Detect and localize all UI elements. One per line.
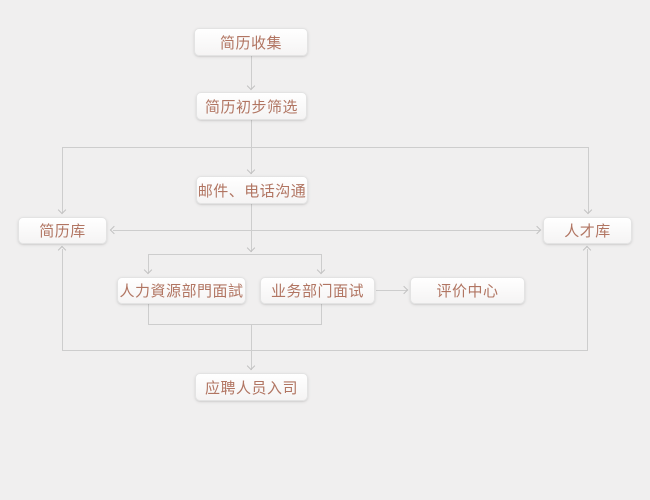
connector-segment [251, 324, 252, 370]
flow-node-label: 人力資源部門面試 [119, 283, 244, 300]
connector-segment [587, 249, 588, 350]
flow-node-label: 简历收集 [219, 34, 282, 52]
arrow-up-icon [57, 245, 67, 255]
flow-node-hr-interview[interactable]: 人力資源部門面試 [117, 277, 246, 304]
arrow-down-icon [246, 165, 256, 175]
arrow-up-icon [582, 245, 592, 255]
flow-node-email-phone-contact[interactable]: 邮件、电话沟通 [196, 176, 308, 204]
connector-segment [62, 350, 588, 351]
arrow-right-icon [532, 225, 542, 235]
connector-segment [62, 147, 588, 148]
flow-node-label: 人才库 [564, 223, 611, 240]
arrow-right-icon [399, 285, 409, 295]
flow-node-evaluation-center[interactable]: 评价中心 [410, 277, 525, 304]
connector-segment [251, 56, 252, 89]
flow-node-resume-bank[interactable]: 简历库 [18, 217, 107, 244]
arrow-down-icon [143, 265, 153, 275]
connector-segment [588, 147, 589, 213]
arrow-left-icon [109, 225, 119, 235]
connector-segment [321, 304, 322, 325]
connector-segment [113, 230, 540, 231]
connector-segment [148, 324, 322, 325]
connector-segment [148, 254, 149, 273]
flow-node-label: 邮件、电话沟通 [197, 182, 307, 200]
connector-segment [62, 147, 63, 213]
arrow-down-icon [246, 243, 256, 253]
flow-node-resume-screening[interactable]: 简历初步筛选 [196, 92, 307, 120]
flow-node-label: 应聘人员入司 [204, 379, 298, 397]
arrow-down-icon [57, 205, 67, 215]
arrow-down-icon [583, 205, 593, 215]
connector-segment [251, 204, 252, 252]
connector-segment [148, 254, 322, 255]
flow-node-label: 简历库 [39, 223, 86, 240]
arrow-down-icon [246, 81, 256, 91]
flow-node-talent-bank[interactable]: 人才库 [543, 217, 632, 244]
connector-segment [376, 290, 407, 291]
flow-node-candidate-onboarding[interactable]: 应聘人员入司 [195, 373, 308, 401]
connector-segment [62, 249, 63, 350]
connector-segment [321, 254, 322, 273]
arrow-down-icon [246, 361, 256, 371]
flow-node-label: 评价中心 [436, 283, 499, 300]
arrow-down-icon [316, 265, 326, 275]
flow-node-resume-collection[interactable]: 简历收集 [194, 28, 308, 56]
connector-segment [148, 304, 149, 325]
flow-node-label: 业务部门面试 [270, 283, 364, 300]
flow-node-business-interview[interactable]: 业务部门面试 [260, 277, 375, 304]
flow-node-label: 简历初步筛选 [204, 98, 298, 116]
